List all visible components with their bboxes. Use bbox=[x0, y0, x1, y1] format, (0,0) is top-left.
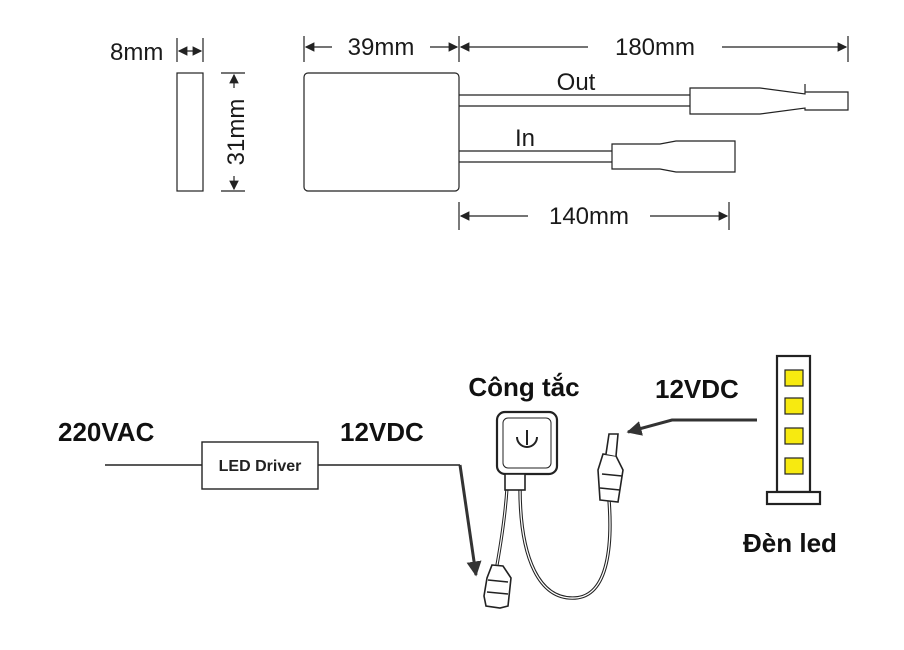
power-icon bbox=[516, 430, 538, 448]
led-driver-label: LED Driver bbox=[219, 458, 302, 475]
led-strip bbox=[765, 354, 822, 506]
input-voltage-label: 220VAC bbox=[58, 417, 155, 447]
dim-height-label: 31mm bbox=[223, 99, 250, 166]
dim-out-length-label: 180mm bbox=[615, 34, 695, 61]
dim-in-length-label: 140mm bbox=[549, 203, 629, 230]
switch-output-label: 12VDC bbox=[655, 374, 739, 404]
switch-label: Công tắc bbox=[468, 372, 579, 402]
switch-body bbox=[495, 410, 559, 476]
female-dc-plug bbox=[483, 564, 512, 609]
driver-output-label: 12VDC bbox=[340, 417, 424, 447]
out-connector bbox=[689, 84, 849, 115]
wiring-diagram bbox=[105, 354, 822, 609]
dimension-drawing bbox=[176, 36, 849, 230]
in-cable-label: In bbox=[515, 125, 535, 152]
side-view-body bbox=[176, 72, 204, 192]
switch-cable-left-inner bbox=[496, 487, 508, 566]
dim-box-width-label: 39mm bbox=[348, 34, 415, 61]
in-connector bbox=[611, 140, 736, 173]
switch-cable-right bbox=[518, 487, 612, 600]
top-view-body bbox=[303, 72, 460, 192]
out-cable-label: Out bbox=[557, 69, 596, 96]
led-lamp-label: Đèn led bbox=[743, 528, 837, 558]
male-dc-plug bbox=[597, 433, 624, 503]
dim-thickness-label: 8mm bbox=[110, 39, 163, 66]
